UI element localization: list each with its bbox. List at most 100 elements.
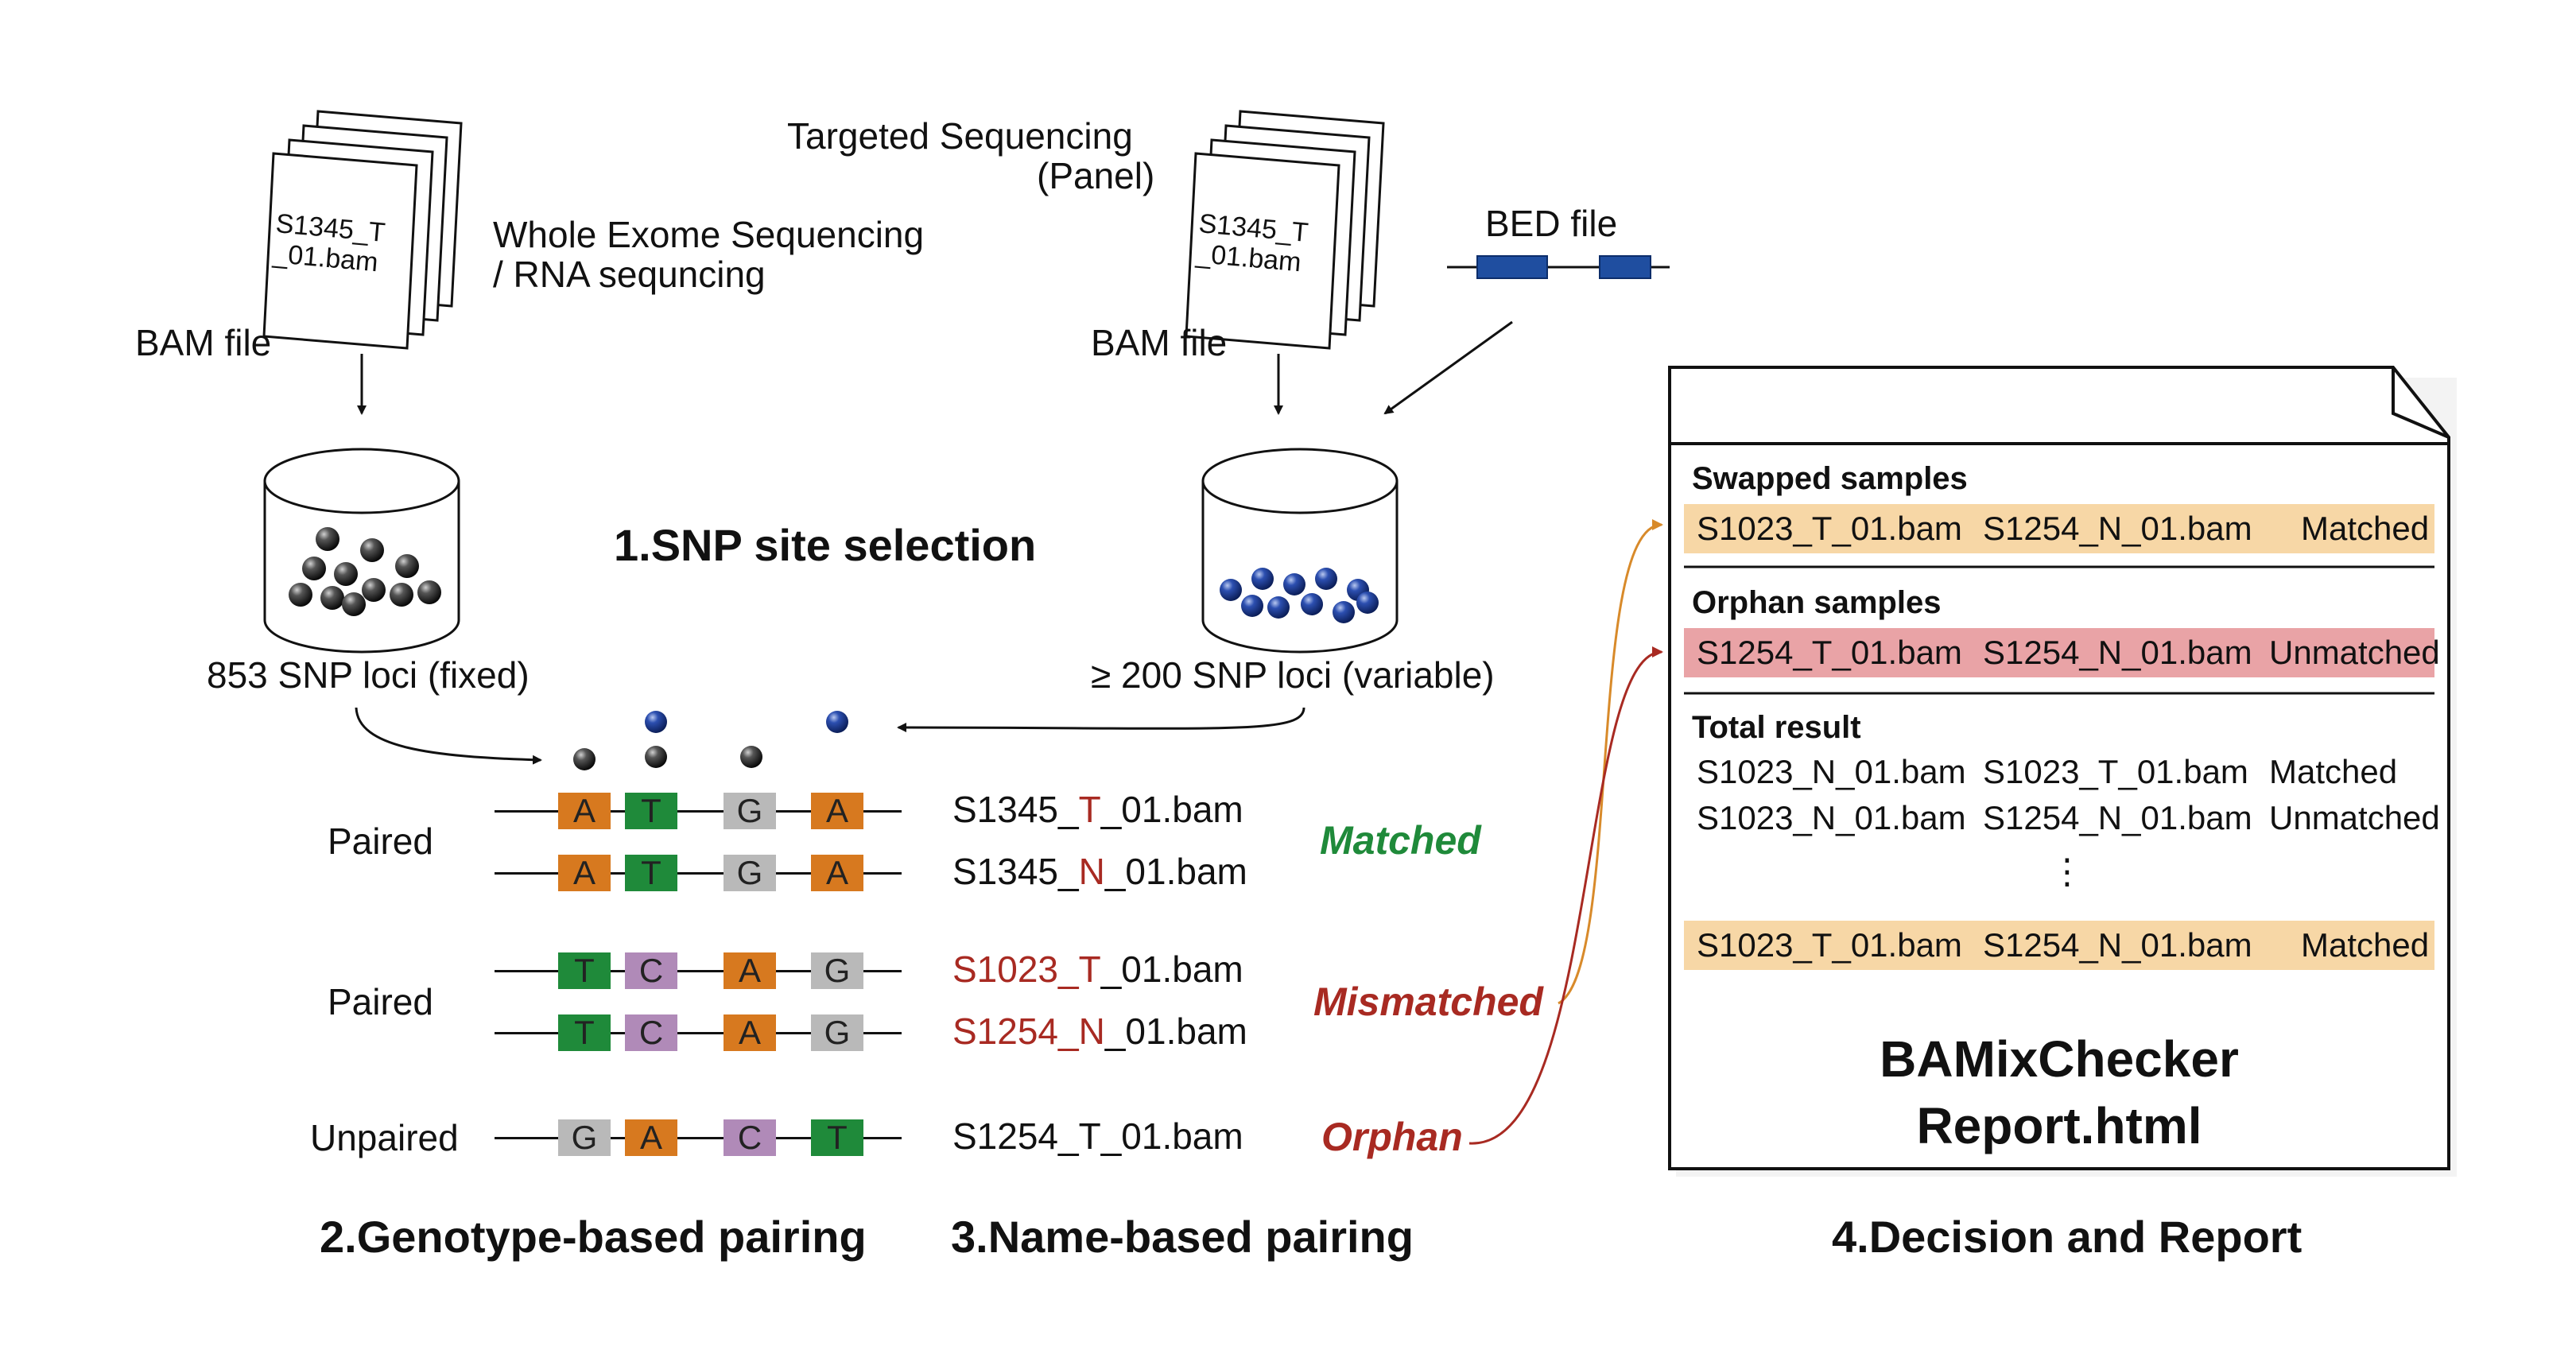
result-cell: Matched [2301, 926, 2430, 964]
panel-bam-stack-icon [1185, 110, 1385, 350]
genotype-base: G [811, 952, 863, 989]
wes-bam-file-caption: BAM file [135, 322, 272, 363]
genotype-base: G [724, 855, 776, 891]
orphan-samples-heading: Orphan samples [1692, 585, 1942, 620]
sample-type: N [1078, 1011, 1105, 1052]
genotype-base: T [558, 1014, 611, 1051]
panel-bam-file-caption: BAM file [1091, 322, 1228, 363]
genotype-base: G [811, 1014, 863, 1051]
sample-type: T [1078, 789, 1101, 830]
strand-line [495, 1137, 902, 1139]
orphan-to-report-arrow [1468, 646, 1663, 1145]
sample-name: S1254_T_01.bam [952, 1115, 1243, 1157]
snp-marker-balls [573, 711, 848, 770]
name-pairing-title: 3.Name-based pairing [951, 1212, 1414, 1262]
fixed-snp-database-icon [263, 448, 460, 654]
strand-line [495, 1032, 902, 1034]
report-file-title-line2: Report.html [1916, 1097, 2202, 1154]
group-1-label: Paired [328, 820, 433, 862]
variable-snp-to-markers-arrow [897, 707, 1305, 733]
swapped-result-row: S1023_T_01.bam S1254_N_01.bam Matched [1684, 504, 2434, 553]
result-cell: Unmatched [2269, 634, 2440, 671]
genotype-base: A [811, 855, 863, 891]
total-result-row: S1023_N_01.bam S1023_T_01.bam Matched [1684, 747, 2434, 797]
panel-title-line2: (Panel) [1037, 155, 1155, 196]
result-cell: S1254_N_01.bam [1983, 634, 2252, 671]
genotype-base: A [625, 1119, 677, 1156]
orphan-result-row: S1254_T_01.bam S1254_N_01.bam Unmatched [1684, 628, 2440, 677]
group-2-label: Paired [328, 981, 433, 1022]
genotype-base: T [625, 855, 677, 891]
variable-snp-balls [1220, 568, 1379, 623]
genotype-base: T [811, 1119, 863, 1156]
sample-name: S1254_N_01.bam [952, 1013, 1247, 1049]
bed-file-caption: BED file [1485, 203, 1618, 244]
result-cell: S1254_N_01.bam [1983, 926, 2252, 964]
swapped-samples-heading: Swapped samples [1692, 461, 1968, 496]
sample-id: S1345_ [952, 789, 1079, 830]
sample-name: S1345_T_01.bam [952, 791, 1243, 828]
total-result-row-final: S1023_T_01.bam S1254_N_01.bam Matched [1684, 921, 2434, 970]
wes-bam-stack-icon [262, 110, 463, 350]
result-cell: S1254_T_01.bam [1697, 634, 1962, 671]
genotype-base: G [558, 1119, 611, 1156]
result-cell: S1023_T_01.bam [1697, 510, 1962, 547]
genotype-base: A [724, 952, 776, 989]
strand-line [495, 872, 902, 875]
genotype-base: T [558, 952, 611, 989]
variable-snp-caption: ≥ 200 SNP loci (variable) [1091, 654, 1495, 696]
panel-bam-icon-label: S1345_T _01.bam [1194, 208, 1310, 278]
result-cell: S1023_N_01.bam [1697, 799, 1966, 836]
sample-id: S1023_ [952, 948, 1079, 990]
mismatched-to-report-arrow [1558, 519, 1663, 1005]
genotype-base: G [724, 793, 776, 829]
variable-snp-database-icon [1201, 448, 1399, 654]
result-cell: S1023_T_01.bam [1983, 753, 2248, 790]
genotype-pairing-title: 2.Genotype-based pairing [320, 1212, 867, 1262]
result-cell: S1023_N_01.bam [1697, 753, 1966, 790]
wes-title-line2: / RNA sequncing [493, 254, 766, 295]
sample-type: N [1078, 851, 1105, 892]
wes-bam-icon-label: S1345_T _01.bam [271, 208, 387, 278]
result-cell: S1023_T_01.bam [1697, 926, 1962, 964]
total-result-row: S1023_N_01.bam S1254_N_01.bam Unmatched [1684, 793, 2440, 843]
genotype-base: C [625, 1014, 677, 1051]
fixed-snp-balls [289, 527, 441, 616]
genotype-base: T [625, 793, 677, 829]
genotype-base: A [811, 793, 863, 829]
sample-type: T [1078, 948, 1101, 990]
strand-line [495, 810, 902, 813]
result-cell: Matched [2301, 510, 2430, 547]
panel-title-line1: Targeted Sequencing [787, 115, 1133, 157]
orphan-status: Orphan [1321, 1115, 1463, 1159]
strand-line [495, 970, 902, 972]
sample-suffix: _01.bam [1104, 1011, 1247, 1052]
result-cell: S1254_N_01.bam [1983, 799, 2252, 836]
genotype-base: A [724, 1014, 776, 1051]
sample-suffix: _01.bam [1104, 851, 1247, 892]
result-cell: Matched [2269, 753, 2398, 790]
total-result-heading: Total result [1692, 710, 1861, 745]
snp-selection-title: 1.SNP site selection [614, 520, 1037, 570]
genotype-base: A [558, 855, 611, 891]
group-3-label: Unpaired [310, 1117, 459, 1158]
report-file-title-line1: BAMixChecker [1880, 1030, 2239, 1088]
decision-report-title: 4.Decision and Report [1832, 1212, 2302, 1262]
sample-name: S1345_N_01.bam [952, 853, 1247, 890]
more-results-ellipsis: ⋮ [2050, 852, 2085, 891]
sample-name: S1023_T_01.bam [952, 951, 1243, 987]
fixed-snp-to-markers-arrow [355, 707, 542, 765]
wes-title-line1: Whole Exome Sequencing [493, 214, 925, 255]
genotype-base: C [625, 952, 677, 989]
genotype-base: A [558, 793, 611, 829]
sample-id: S1345_ [952, 851, 1079, 892]
sample-suffix: _01.bam [1100, 948, 1243, 990]
sample-id: S1254_ [952, 1011, 1079, 1052]
result-cell: S1254_N_01.bam [1983, 510, 2252, 547]
fixed-snp-caption: 853 SNP loci (fixed) [207, 654, 530, 696]
bed-to-db-arrow [1383, 320, 1513, 415]
sample-suffix: _01.bam [1100, 789, 1243, 830]
bed-file-icon [1447, 255, 1670, 279]
result-cell: Unmatched [2269, 799, 2440, 836]
